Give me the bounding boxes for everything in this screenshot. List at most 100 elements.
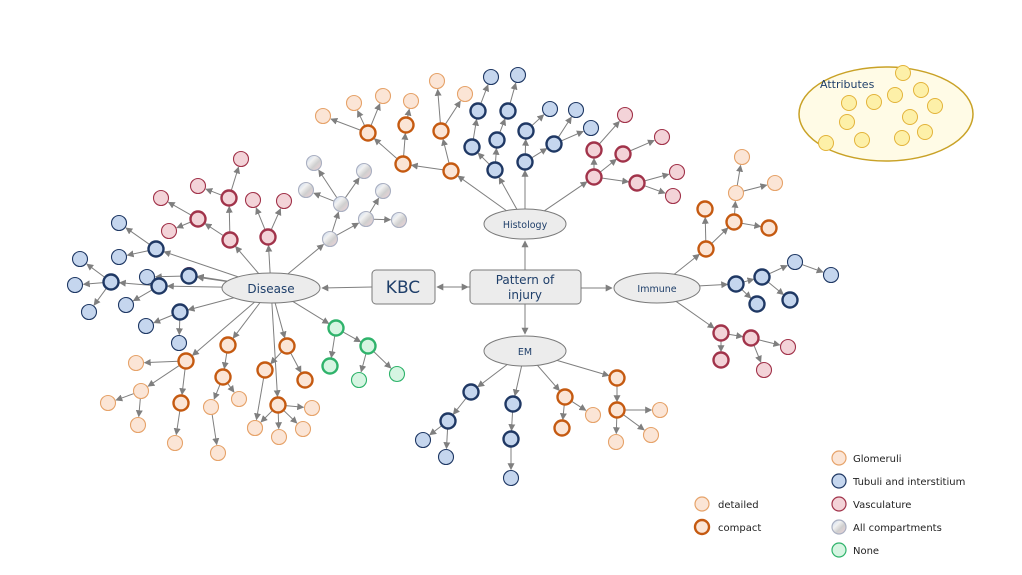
detailed-node-v[interactable] [664, 187, 682, 205]
compact-node-t[interactable] [150, 277, 168, 295]
hub-disease[interactable]: Disease [221, 272, 321, 304]
compact-node-t[interactable] [504, 395, 522, 413]
detailed-node-g[interactable] [733, 148, 751, 166]
compact-node-g[interactable] [214, 368, 232, 386]
compact-node-g[interactable] [697, 240, 715, 258]
detailed-node-g[interactable] [766, 174, 784, 192]
compact-node-n[interactable] [327, 319, 345, 337]
compact-node-g[interactable] [432, 122, 450, 140]
compact-node-v[interactable] [189, 210, 207, 228]
detailed-node-v[interactable] [616, 106, 634, 124]
compact-node-t[interactable] [171, 303, 189, 321]
hub-pattern-of-injury[interactable]: Pattern of injury [469, 269, 582, 305]
attribute-node[interactable] [866, 94, 882, 110]
compact-node-t[interactable] [147, 240, 165, 258]
detailed-node-g[interactable] [402, 92, 420, 110]
compact-node-g[interactable] [394, 155, 412, 173]
detailed-node-g[interactable] [345, 94, 363, 112]
compact-node-t[interactable] [469, 102, 487, 120]
compact-node-v[interactable] [712, 324, 730, 342]
detailed-node-a[interactable] [297, 181, 315, 199]
detailed-node-t[interactable] [822, 266, 840, 284]
compact-node-g[interactable] [278, 337, 296, 355]
detailed-node-g[interactable] [209, 444, 227, 462]
detailed-node-a[interactable] [355, 162, 373, 180]
detailed-node-g[interactable] [202, 398, 220, 416]
compact-node-t[interactable] [516, 153, 534, 171]
detailed-node-t[interactable] [541, 100, 559, 118]
attribute-node[interactable] [887, 87, 903, 103]
compact-node-t[interactable] [545, 135, 563, 153]
compact-node-g[interactable] [725, 213, 743, 231]
detailed-node-v[interactable] [232, 150, 250, 168]
detailed-node-g[interactable] [642, 426, 660, 444]
detailed-node-n[interactable] [388, 365, 406, 383]
attribute-node[interactable] [917, 124, 933, 140]
attribute-node[interactable] [841, 95, 857, 111]
attribute-node[interactable] [854, 132, 870, 148]
compact-node-v[interactable] [259, 228, 277, 246]
detailed-node-a[interactable] [305, 154, 323, 172]
detailed-node-g[interactable] [127, 354, 145, 372]
compact-node-g[interactable] [760, 219, 778, 237]
detailed-node-g[interactable] [246, 419, 264, 437]
compact-node-t[interactable] [748, 295, 766, 313]
detailed-node-v[interactable] [160, 222, 178, 240]
compact-node-g[interactable] [608, 369, 626, 387]
detailed-node-g[interactable] [456, 85, 474, 103]
compact-node-g[interactable] [696, 200, 714, 218]
detailed-node-v[interactable] [668, 163, 686, 181]
detailed-node-t[interactable] [80, 303, 98, 321]
detailed-node-a[interactable] [332, 195, 350, 213]
compact-node-t[interactable] [486, 161, 504, 179]
attribute-node[interactable] [913, 82, 929, 98]
compact-node-g[interactable] [608, 401, 626, 419]
compact-node-t[interactable] [517, 122, 535, 140]
detailed-node-t[interactable] [110, 248, 128, 266]
detailed-node-t[interactable] [117, 296, 135, 314]
compact-node-v[interactable] [585, 168, 603, 186]
compact-node-t[interactable] [727, 275, 745, 293]
compact-node-g[interactable] [269, 396, 287, 414]
detailed-node-t[interactable] [170, 334, 188, 352]
compact-node-t[interactable] [102, 273, 120, 291]
compact-node-t[interactable] [180, 267, 198, 285]
detailed-node-t[interactable] [567, 101, 585, 119]
compact-node-g[interactable] [219, 336, 237, 354]
compact-node-g[interactable] [177, 352, 195, 370]
detailed-node-t[interactable] [110, 214, 128, 232]
compact-node-g[interactable] [296, 371, 314, 389]
detailed-node-g[interactable] [584, 406, 602, 424]
attribute-node[interactable] [839, 114, 855, 130]
detailed-node-g[interactable] [651, 401, 669, 419]
detailed-node-v[interactable] [779, 338, 797, 356]
detailed-node-g[interactable] [129, 416, 147, 434]
detailed-node-g[interactable] [132, 382, 150, 400]
detailed-node-t[interactable] [509, 66, 527, 84]
compact-node-t[interactable] [499, 102, 517, 120]
compact-node-t[interactable] [439, 412, 457, 430]
compact-node-g[interactable] [553, 419, 571, 437]
hub-kbc[interactable]: KBC [371, 269, 436, 305]
compact-node-v[interactable] [220, 189, 238, 207]
detailed-node-a[interactable] [374, 182, 392, 200]
compact-node-v[interactable] [712, 351, 730, 369]
compact-node-t[interactable] [502, 430, 520, 448]
compact-node-n[interactable] [321, 357, 339, 375]
attribute-node[interactable] [902, 109, 918, 125]
detailed-node-v[interactable] [653, 128, 671, 146]
compact-node-v[interactable] [614, 145, 632, 163]
detailed-node-g[interactable] [166, 434, 184, 452]
detailed-node-g[interactable] [303, 399, 321, 417]
detailed-node-a[interactable] [390, 211, 408, 229]
detailed-node-a[interactable] [321, 230, 339, 248]
attribute-node[interactable] [818, 135, 834, 151]
detailed-node-g[interactable] [294, 420, 312, 438]
detailed-node-t[interactable] [482, 68, 500, 86]
compact-node-t[interactable] [753, 268, 771, 286]
detailed-node-v[interactable] [189, 177, 207, 195]
detailed-node-n[interactable] [350, 371, 368, 389]
compact-node-g[interactable] [556, 388, 574, 406]
detailed-node-g[interactable] [428, 72, 446, 90]
compact-node-g[interactable] [359, 124, 377, 142]
